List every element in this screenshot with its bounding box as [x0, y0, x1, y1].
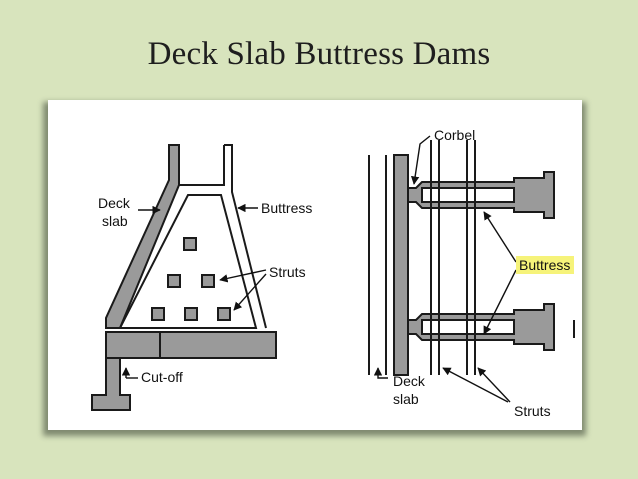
left-leaders	[121, 203, 267, 379]
deck-slab-shape	[105, 144, 180, 329]
label-struts: Struts	[269, 264, 306, 280]
buttress-leader-lower	[483, 269, 517, 335]
label-buttress: Buttress	[261, 200, 312, 216]
label-slab-right: slab	[393, 391, 419, 407]
right-leaders	[373, 135, 517, 403]
label-slab: slab	[102, 213, 128, 229]
label-cutoff: Cut-off	[141, 369, 183, 385]
dam-diagrams: Deck slab Buttress Struts Cut-off Corbel…	[91, 127, 575, 419]
strut-square	[184, 307, 198, 321]
strut-square	[151, 307, 165, 321]
deck-slab-leader	[373, 367, 388, 379]
label-corbel: Corbel	[434, 127, 475, 143]
struts-leader	[219, 269, 267, 283]
corbel-leader	[410, 135, 431, 185]
left-section-diagram	[91, 144, 277, 411]
base-slab	[105, 331, 277, 359]
right-plan-diagram	[368, 140, 575, 376]
label-deck: Deck	[98, 195, 131, 211]
buttress-leader-upper	[483, 211, 517, 263]
buttress-outline	[118, 194, 258, 329]
cutoff-shape	[91, 357, 131, 411]
figure-panel: Deck slab Buttress Struts Cut-off Corbel…	[48, 100, 582, 430]
strut-square	[217, 307, 231, 321]
deck-slab-plan	[393, 154, 409, 376]
buttress-highlight	[516, 256, 574, 274]
struts-leader-b	[477, 367, 511, 403]
strut-square	[201, 274, 215, 288]
strut-square	[183, 237, 197, 251]
label-struts-right: Struts	[514, 403, 551, 419]
buttress-top-cap	[179, 145, 225, 186]
slide-title: Deck Slab Buttress Dams	[147, 36, 491, 72]
strut-square	[167, 274, 181, 288]
buttress-top-right	[224, 144, 267, 329]
label-deck-right: Deck	[393, 373, 426, 389]
struts-leader-a	[442, 367, 509, 403]
label-buttress-right: Buttress	[519, 257, 570, 273]
struts-leader	[233, 273, 267, 311]
